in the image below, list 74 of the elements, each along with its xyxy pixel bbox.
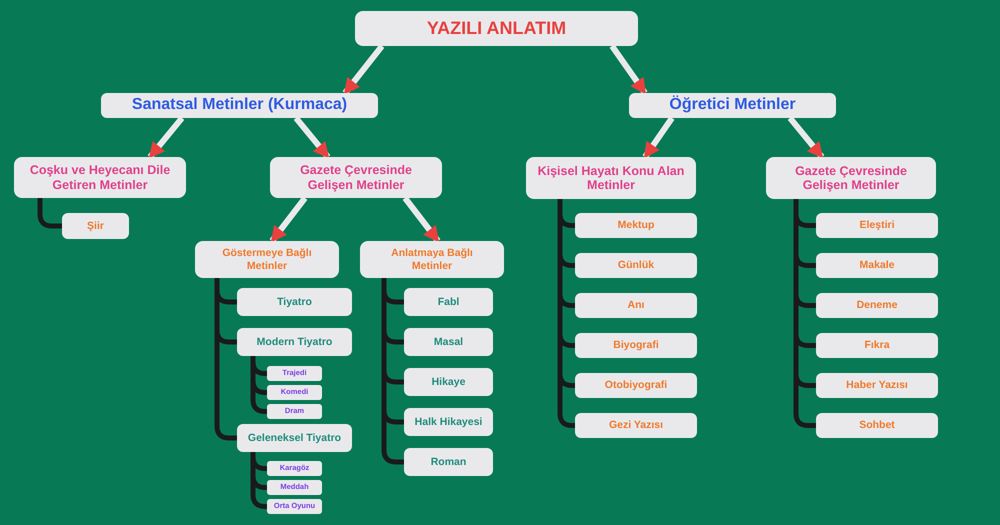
item-box xyxy=(237,424,352,452)
box-label: Günlük xyxy=(618,259,654,272)
box-label: Kişisel Hayatı Konu Alan Metinler xyxy=(536,164,686,192)
item-box xyxy=(816,213,938,238)
box-label: Roman xyxy=(430,456,466,468)
item-box xyxy=(267,499,322,514)
category-box xyxy=(629,93,836,118)
box-label: Modern Tiyatro xyxy=(256,336,332,348)
box-label: Mektup xyxy=(618,219,654,232)
item-box xyxy=(267,385,322,400)
item-box xyxy=(267,404,322,419)
item-box xyxy=(575,293,697,318)
box-label: Anı xyxy=(628,299,644,312)
item-box xyxy=(404,288,493,316)
category-box xyxy=(195,241,339,278)
item-box xyxy=(575,413,697,438)
box-label: Hikaye xyxy=(432,376,466,388)
item-box xyxy=(575,333,697,358)
arrow xyxy=(788,116,824,159)
box-label: Fıkra xyxy=(864,339,890,352)
item-box xyxy=(816,373,938,398)
category-box xyxy=(270,157,442,198)
box-label: Şiir xyxy=(87,220,104,232)
box-label: Eleştiri xyxy=(859,219,895,232)
category-box xyxy=(766,157,936,199)
item-box xyxy=(816,293,938,318)
arrow xyxy=(270,196,308,243)
item-box xyxy=(404,368,493,396)
category-box xyxy=(101,93,378,118)
box-label: Anlatmaya Bağlı Metinler xyxy=(390,247,474,272)
box-label: Halk Hikayesi xyxy=(414,416,482,428)
category-box xyxy=(14,157,186,198)
item-box xyxy=(237,288,352,316)
box-label: Coşku ve Heyecanı Dile Getiren Metinler xyxy=(28,163,172,192)
item-box xyxy=(62,213,129,239)
box-label: Gezi Yazısı xyxy=(608,419,664,432)
box-label: Sohbet xyxy=(859,419,895,432)
item-box xyxy=(575,253,697,278)
box-label: Tiyatro xyxy=(277,296,312,308)
item-box xyxy=(575,213,697,238)
arrow xyxy=(642,116,674,159)
box-label: Makale xyxy=(859,259,895,272)
arrow xyxy=(148,116,184,159)
box-label: Gazete Çevresinde Gelişen Metinler xyxy=(299,163,413,192)
arrow xyxy=(610,44,648,95)
box-label: Öğretici Metinler xyxy=(669,96,796,115)
item-box xyxy=(404,328,493,356)
box-label: Göstermeye Bağlı Metinler xyxy=(221,247,313,272)
item-box xyxy=(575,373,697,398)
item-box xyxy=(816,413,938,438)
category-box xyxy=(360,241,504,278)
box-label: Geleneksel Tiyatro xyxy=(248,432,342,444)
arrow xyxy=(294,116,330,159)
item-box xyxy=(267,366,322,381)
box-label: Otobiyografi xyxy=(604,379,668,392)
arrow xyxy=(402,196,440,243)
item-box xyxy=(404,448,493,476)
box-label: Gazete Çevresinde Gelişen Metinler xyxy=(794,164,908,192)
box-label: Deneme xyxy=(856,299,898,312)
item-box xyxy=(267,480,322,495)
box-label: Masal xyxy=(434,336,464,348)
item-box xyxy=(816,253,938,278)
item-box xyxy=(816,333,938,358)
item-box xyxy=(404,408,493,436)
category-box xyxy=(526,157,696,199)
box-label: Sanatsal Metinler (Kurmaca) xyxy=(132,96,348,115)
arrow xyxy=(342,44,384,95)
box-label: Biyografi xyxy=(613,339,659,352)
box-label: Fabl xyxy=(438,296,460,308)
title-box xyxy=(355,11,638,46)
item-box xyxy=(267,461,322,476)
box-label: YAZILI ANLATIM xyxy=(426,18,566,39)
item-box xyxy=(237,328,352,356)
box-label: Haber Yazısı xyxy=(846,379,908,392)
